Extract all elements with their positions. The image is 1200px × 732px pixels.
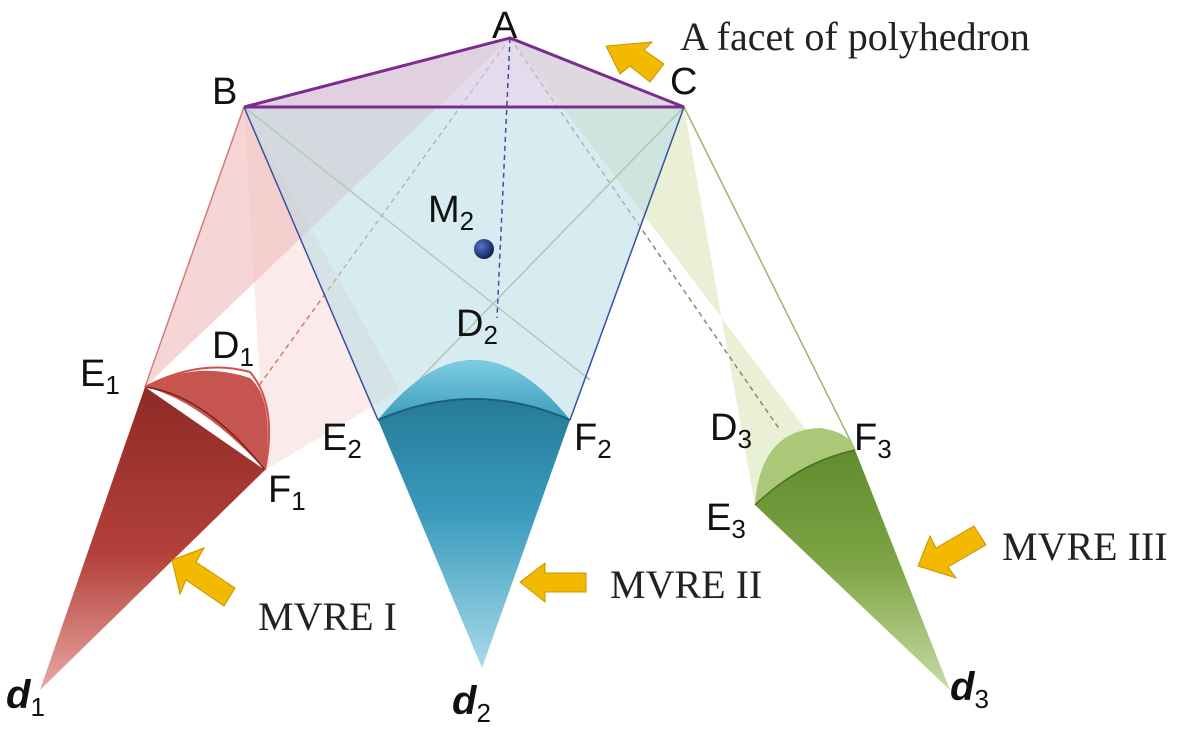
mvre-3-cone	[754, 428, 950, 690]
arrow-icon-mvre2	[519, 561, 587, 604]
annotation-facet: A facet of polyhedron	[680, 14, 1030, 59]
arrow-icon-mvre3	[917, 525, 987, 579]
arrow-icon-mvre1	[171, 547, 236, 607]
annotation-mvre3: MVRE III	[1002, 524, 1168, 569]
mvre-1-cone	[40, 366, 271, 690]
mvre-2-cone	[377, 360, 571, 668]
label-m2: M2	[428, 189, 474, 236]
blue-region	[243, 37, 685, 421]
arrow-icon-facet	[605, 41, 665, 83]
annotation-mvre2: MVRE II	[610, 562, 762, 607]
label-f3: F3	[854, 417, 892, 464]
label-d1: D1	[212, 325, 254, 372]
label-d2: D2	[456, 303, 498, 350]
label-d2-direction: d2	[452, 679, 491, 728]
label-e2: E2	[322, 417, 362, 464]
label-d1-direction: d1	[6, 673, 45, 722]
label-f1: F1	[268, 469, 306, 516]
label-e3: E3	[706, 497, 746, 544]
facet-triangle	[243, 36, 685, 109]
label-d3-direction: d3	[950, 665, 989, 714]
label-b: B	[212, 71, 237, 113]
label-d3: D3	[710, 407, 752, 454]
annotation-mvre1: MVRE I	[258, 594, 397, 639]
label-f2: F2	[574, 417, 612, 464]
label-c: C	[670, 61, 697, 103]
label-a: A	[492, 5, 518, 47]
point-m2	[474, 239, 494, 259]
label-e1: E1	[80, 353, 120, 400]
